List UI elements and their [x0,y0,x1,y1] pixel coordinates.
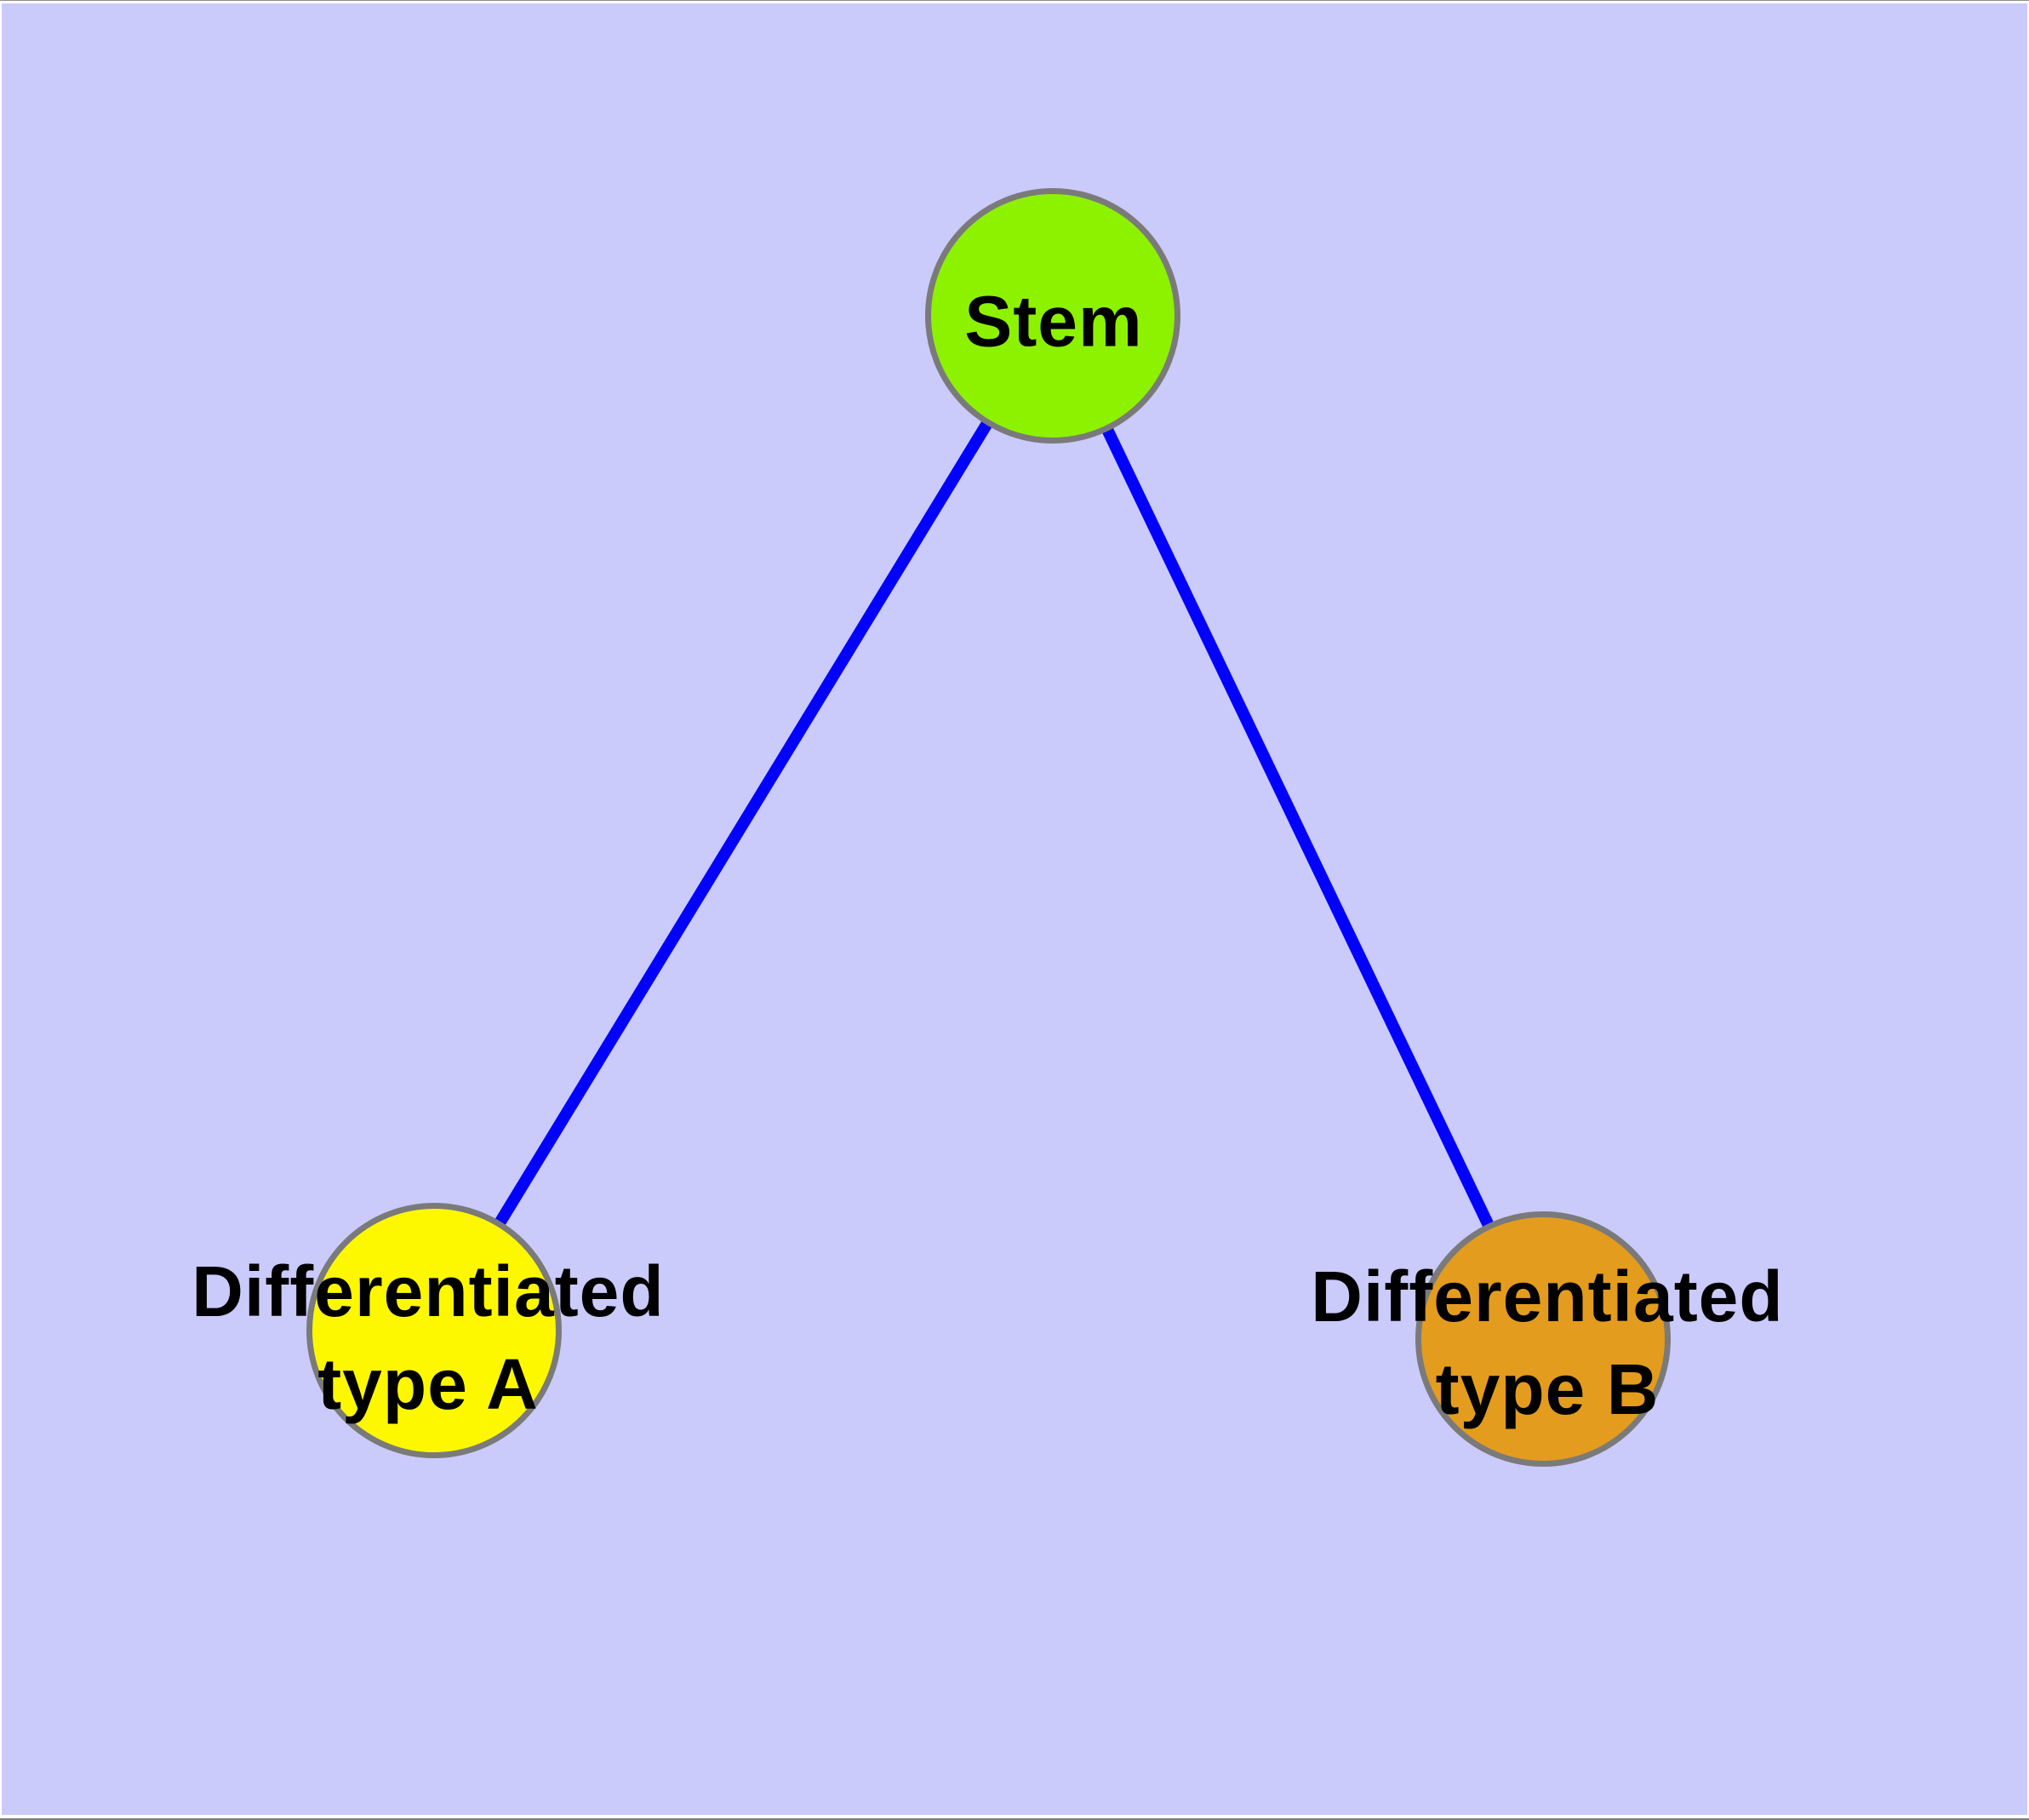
node-stem [925,188,1180,444]
frame-top-rule [0,0,2029,1]
node-a-label-line2: type A [317,1344,539,1424]
node-differentiated-type-b [1415,1211,1671,1467]
node-b-label-line1: Differentiated [1311,1256,1784,1336]
frame-bottom-rule [0,1818,2029,1820]
node-b-label-line2: type B [1435,1349,1660,1429]
node-stem-label-line1: Stem [964,281,1143,362]
node-differentiated-type-b-label: Differentiated type B [1311,1251,1783,1436]
node-differentiated-type-a [306,1203,562,1458]
node-differentiated-type-a-label: Differentiated type A [191,1245,664,1431]
edge-stem-to-type-a [429,312,1058,1334]
node-stem-label: Stem [964,276,1142,369]
node-a-label-line1: Differentiated [191,1251,665,1331]
edge-stem-to-type-b [1047,312,1549,1342]
